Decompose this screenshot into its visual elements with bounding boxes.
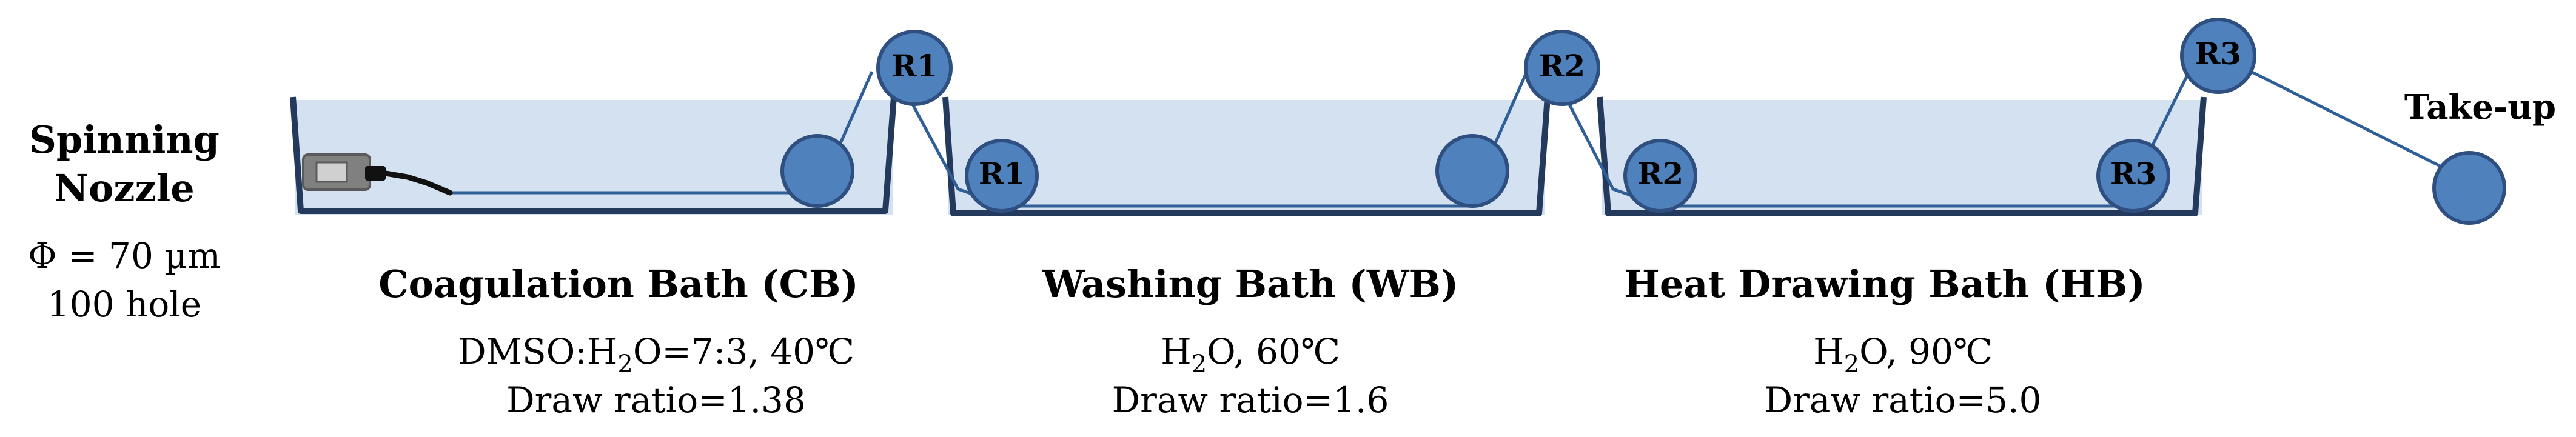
roller-r2-top: R2 <box>1524 30 1600 106</box>
cb-condition-sub: 2 <box>617 350 632 378</box>
washing-bath-wall <box>942 96 1551 216</box>
roller-r3-bath: R3 <box>2096 139 2170 213</box>
nozzle-window <box>315 161 348 183</box>
roller-r1-wb: R1 <box>965 139 1039 213</box>
roller-r2-hb-label: R2 <box>1637 156 1683 192</box>
coagulation-bath-wall <box>290 96 897 214</box>
cb-condition-prefix: DMSO:H <box>458 331 617 372</box>
hb-condition-suffix: O, 90℃ <box>1859 331 1993 372</box>
roller-wb-bath <box>1435 134 1509 208</box>
hb-condition-prefix: H <box>1813 331 1844 372</box>
wb-draw-ratio: Draw ratio=1.6 <box>1112 379 1389 421</box>
nozzle-title-line2: Nozzle <box>54 166 194 210</box>
wb-condition-prefix: H <box>1161 331 1192 372</box>
nozzle-title-line1: Spinning <box>29 118 220 162</box>
roller-r2-top-label: R2 <box>1539 48 1585 84</box>
cb-bath-title: Coagulation Bath (CB) <box>378 262 859 306</box>
takeup-roller <box>2432 151 2506 225</box>
cb-draw-ratio: Draw ratio=1.38 <box>506 379 806 421</box>
roller-r3-top: R3 <box>2180 18 2256 94</box>
roller-r1-wb-label: R1 <box>979 156 1025 192</box>
nozzle-spec-line1: Φ = 70 µm <box>28 235 221 276</box>
wb-bath-condition: H2O, 60℃ <box>1161 331 1340 378</box>
roller-r2-hb: R2 <box>1623 139 1697 213</box>
fiber-segment-takeup <box>2213 52 2470 182</box>
wb-condition-sub: 2 <box>1192 350 1207 378</box>
nozzle-tip <box>365 166 386 181</box>
roller-r1-top-label: R1 <box>891 48 937 84</box>
roller-r3-top-label: R3 <box>2195 36 2241 72</box>
hb-bath-condition: H2O, 90℃ <box>1813 331 1993 378</box>
roller-r1-top: R1 <box>876 30 953 106</box>
roller-cb-bath <box>780 134 854 208</box>
nozzle-extrudate <box>383 170 453 196</box>
hb-condition-sub: 2 <box>1844 350 1859 378</box>
nozzle-spec-line2: 100 hole <box>47 284 201 325</box>
roller-r3-bath-label: R3 <box>2110 156 2156 192</box>
spinning-nozzle-icon <box>302 153 453 196</box>
hb-draw-ratio: Draw ratio=5.0 <box>1765 379 2042 421</box>
cb-bath-condition: DMSO:H2O=7:3, 40℃ <box>458 331 854 378</box>
takeup-label: Take-up <box>2404 87 2556 127</box>
heat-drawing-bath-wall <box>1597 96 2207 216</box>
wb-bath-title: Washing Bath (WB) <box>1042 262 1459 306</box>
wb-condition-suffix: O, 60℃ <box>1207 331 1340 372</box>
cb-condition-suffix: O=7:3, 40℃ <box>633 331 854 372</box>
hb-bath-title: Heat Drawing Bath (HB) <box>1624 262 2145 306</box>
